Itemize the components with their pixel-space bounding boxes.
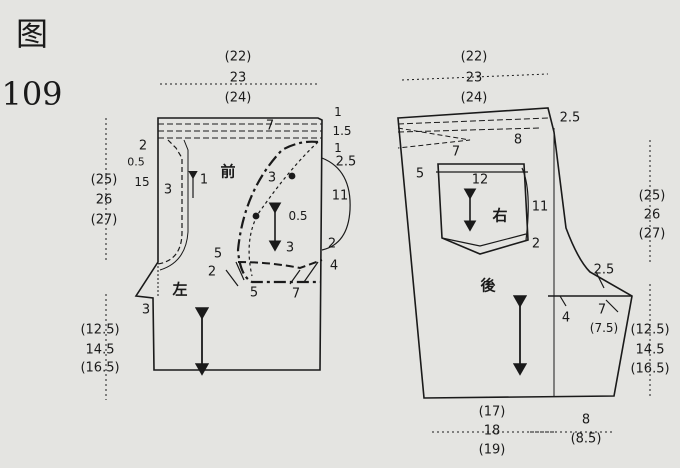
- back-crotch-curve: [559, 271, 619, 313]
- front-pocket-lower: [237, 259, 323, 270]
- front-height-alt-large: (27): [90, 212, 118, 228]
- back-hem-main: 18: [483, 423, 501, 439]
- front-dim: 3: [267, 170, 277, 186]
- back-hem-side-main: 8: [581, 412, 591, 428]
- back-waist-alt-large: (24): [460, 90, 488, 106]
- back-dim: 7: [451, 144, 461, 160]
- front-dim: 0.5: [288, 209, 308, 223]
- figure-label: 图: [15, 15, 49, 53]
- front-dim: 0.5: [127, 155, 145, 169]
- back-dim: 12: [471, 172, 489, 188]
- front-name: 前: [220, 162, 236, 181]
- back-height-main: 26: [643, 207, 661, 223]
- front-dim: 5: [213, 246, 223, 262]
- back-leg-alt-small: (12.5): [630, 322, 670, 338]
- back-waistband-line: [397, 117, 549, 133]
- back-pocket-point: [441, 233, 527, 247]
- back-height-alt-large: (27): [638, 226, 666, 242]
- front-pocket-bag: [321, 157, 351, 251]
- front-leg-main: 14.5: [85, 342, 115, 358]
- back-leg-main: 14.5: [635, 342, 665, 358]
- front-dim: 7: [265, 118, 275, 134]
- back-hem-side-alt-large: (8.5): [570, 431, 602, 447]
- back-dim: 2.5: [593, 262, 615, 278]
- front-dim: 2: [207, 264, 217, 280]
- front-dim: 1: [199, 172, 209, 188]
- front-dim: 2.5: [335, 154, 357, 170]
- front-height-alt-small: (25): [90, 172, 118, 188]
- front-dim: 2: [138, 138, 148, 154]
- back-hem-alt-small: (17): [478, 404, 506, 420]
- front-leg-alt-large: (16.5): [80, 360, 120, 376]
- front-dim: 11: [331, 188, 349, 204]
- back-dim: 2: [531, 236, 541, 252]
- front-dim: 2: [327, 236, 337, 252]
- front-pocket-inner: [248, 141, 319, 277]
- figure-number: 109: [1, 75, 63, 113]
- front-pocket-band: [225, 261, 319, 287]
- front-dim: 1: [334, 105, 342, 119]
- front-piece-outline: [134, 117, 323, 371]
- front-dim: 7: [291, 286, 301, 302]
- back-dim: 5: [415, 166, 425, 182]
- front-fly-stitch: [157, 139, 183, 265]
- front-waist-alt-large: (24): [224, 90, 252, 106]
- front-leg-alt-small: (12.5): [80, 322, 120, 338]
- back-dim: 8: [513, 132, 523, 148]
- back-dim: 2.5: [559, 110, 581, 126]
- front-dim: 1.5: [332, 124, 352, 138]
- back-piece-outline: [397, 107, 633, 399]
- front-dim: 4: [329, 258, 339, 274]
- back-dim: (7.5): [589, 321, 619, 335]
- front-height-main: 26: [95, 192, 113, 208]
- back-dim: 11: [531, 199, 549, 215]
- front-dim: 3: [141, 302, 151, 318]
- front-waist-main: 23: [229, 70, 247, 86]
- front-pocket-dot: [288, 172, 296, 180]
- front-dim: 15: [134, 175, 150, 189]
- front-side-label: 左: [172, 280, 188, 299]
- back-waist-alt-small: (22): [460, 49, 488, 65]
- back-height-alt-small: (25): [638, 188, 666, 204]
- back-pocket: [437, 163, 529, 255]
- front-pocket-curve: [236, 140, 320, 284]
- front-dim: 3: [285, 240, 295, 256]
- front-dim: 5: [249, 285, 259, 301]
- back-waist-dim: [401, 73, 549, 81]
- back-dart: [397, 127, 471, 149]
- front-dim: 3: [163, 182, 173, 198]
- front-fly-edge: [159, 139, 189, 271]
- back-dim: 4: [561, 310, 571, 326]
- front-waist-alt-small: (22): [224, 49, 252, 65]
- back-leg-alt-large: (16.5): [630, 361, 670, 377]
- back-pocket-flap-line: [521, 167, 529, 241]
- back-name: 後: [480, 276, 496, 295]
- back-waist-main: 23: [465, 70, 483, 86]
- front-dim: 1: [334, 141, 342, 155]
- back-pocket-side-label: 右: [492, 206, 508, 225]
- front-pocket-dot: [252, 212, 260, 220]
- back-dim: 7: [597, 302, 607, 318]
- back-hem-alt-large: (19): [478, 442, 506, 458]
